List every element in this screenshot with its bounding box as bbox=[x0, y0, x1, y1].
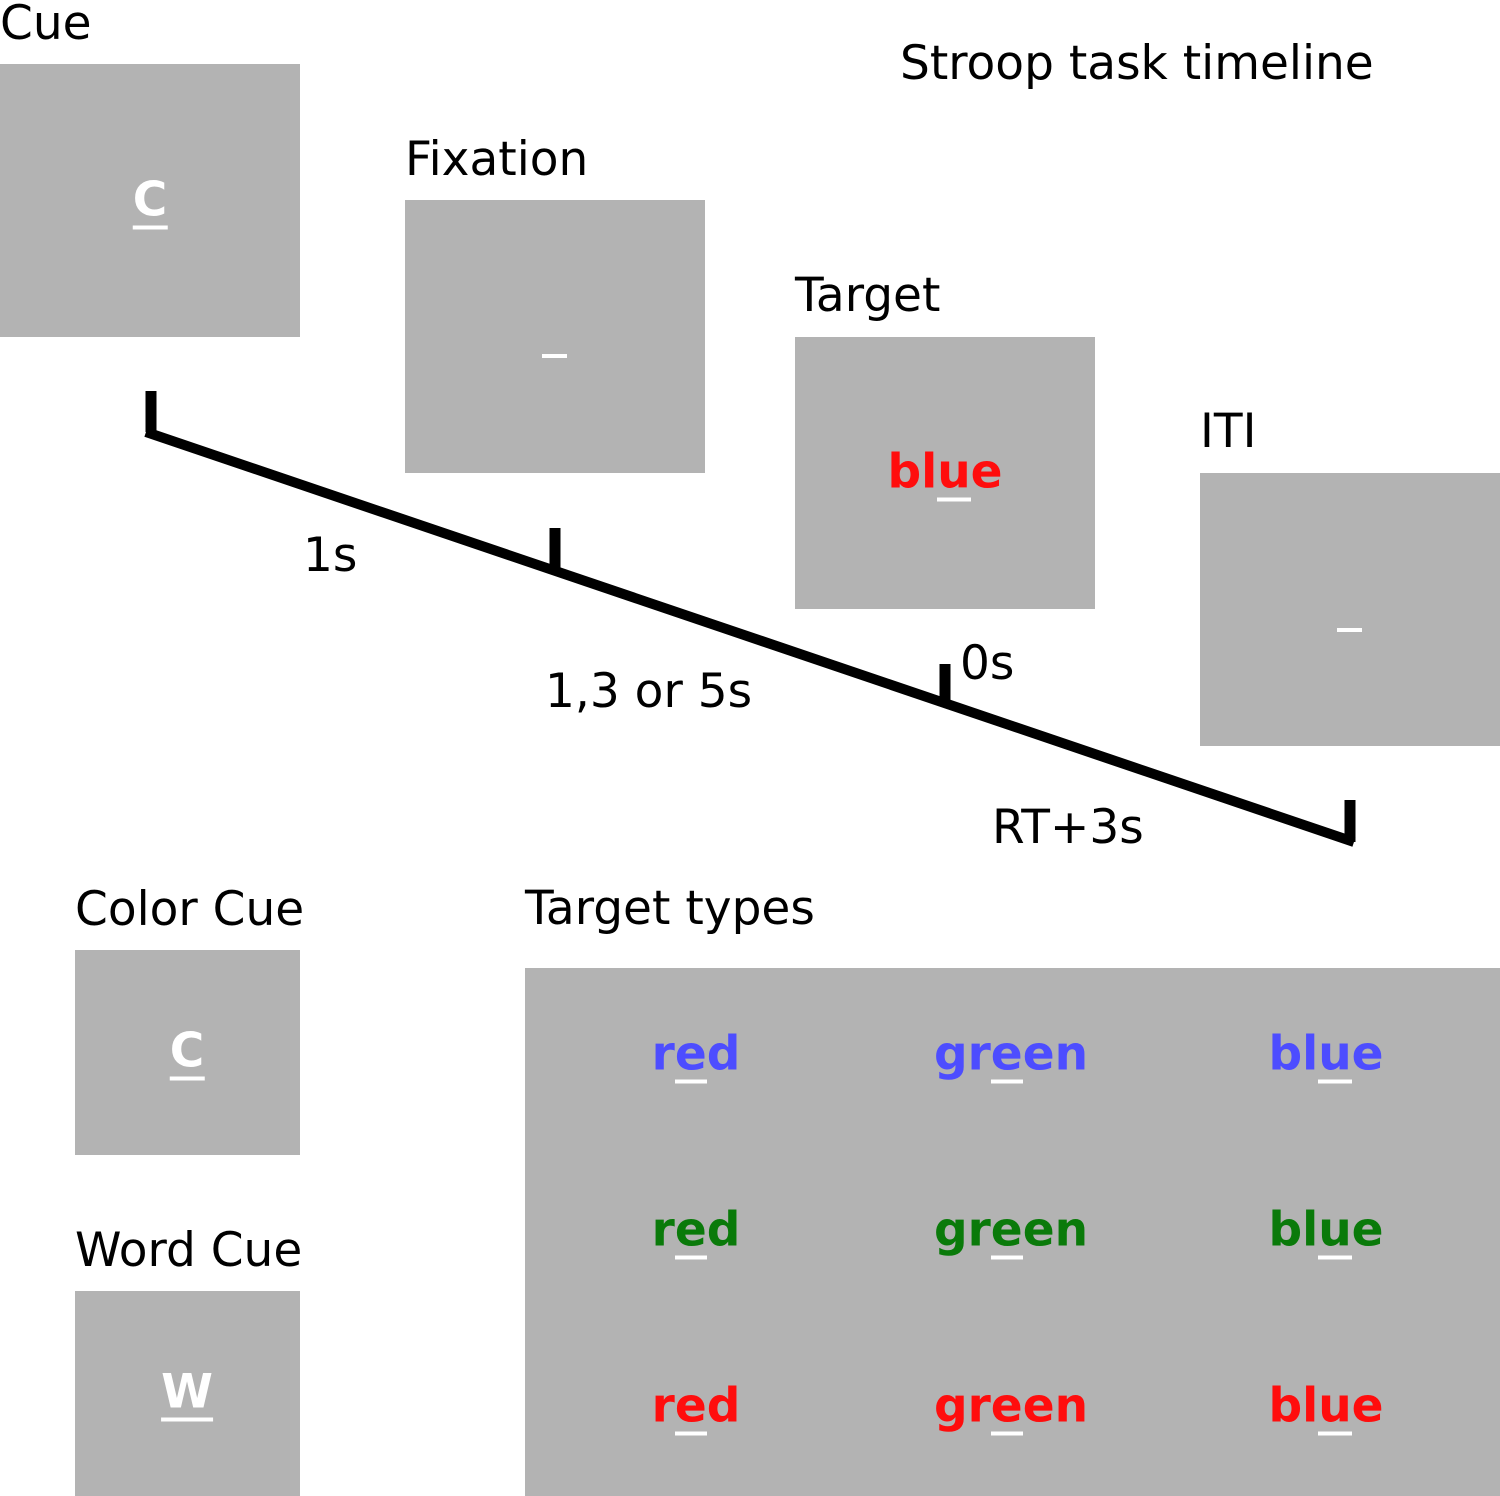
color-cue-screen: C bbox=[75, 950, 300, 1155]
fixation-label: Fixation bbox=[405, 132, 589, 187]
target-type-word-marked: e bbox=[990, 1378, 1023, 1436]
target-type-word-prefix: bl bbox=[1268, 1026, 1319, 1082]
target-stimulus: blue bbox=[795, 444, 1095, 502]
timeline-axis bbox=[144, 427, 1356, 847]
target-type-word-suffix: e bbox=[1351, 1026, 1384, 1082]
target-type-word-suffix: e bbox=[1351, 1202, 1384, 1258]
duration-iti: RT+3s bbox=[992, 800, 1144, 855]
cue-screen: C bbox=[0, 64, 300, 337]
target-type-word-marked: e bbox=[674, 1378, 707, 1436]
iti-mark bbox=[1337, 628, 1362, 632]
word-cue-stimulus: W bbox=[161, 1364, 213, 1422]
target-type-word-suffix: e bbox=[1351, 1378, 1384, 1434]
target-type-word-suffix: en bbox=[1022, 1026, 1089, 1082]
target-type-word-prefix: gr bbox=[933, 1026, 991, 1082]
duration-cue: 1s bbox=[303, 528, 358, 583]
target-type-word: blue bbox=[1176, 1026, 1476, 1084]
target-type-word-prefix: bl bbox=[1268, 1378, 1319, 1434]
target-type-word-suffix: d bbox=[706, 1202, 741, 1258]
target-type-word-marked: e bbox=[990, 1026, 1023, 1084]
target-type-word-marked: e bbox=[674, 1026, 707, 1084]
cue-label: Cue bbox=[0, 0, 92, 51]
target-type-word-prefix: gr bbox=[933, 1202, 991, 1258]
target-type-word-suffix: en bbox=[1022, 1378, 1089, 1434]
target-type-word-marked: u bbox=[1318, 1202, 1353, 1260]
fixation-mark bbox=[542, 354, 567, 358]
target-type-word: red bbox=[546, 1026, 846, 1084]
target-type-word-suffix: d bbox=[706, 1378, 741, 1434]
target-type-word: red bbox=[546, 1202, 846, 1260]
target-stimulus-suffix: e bbox=[970, 444, 1003, 500]
iti-screen bbox=[1200, 473, 1500, 746]
target-type-word: blue bbox=[1176, 1378, 1476, 1436]
color-cue-label: Color Cue bbox=[75, 882, 305, 937]
word-cue-label: Word Cue bbox=[75, 1223, 303, 1278]
target-type-word-marked: u bbox=[1318, 1378, 1353, 1436]
target-screen: blue bbox=[795, 337, 1095, 609]
target-type-word-suffix: en bbox=[1022, 1202, 1089, 1258]
target-type-word-prefix: r bbox=[651, 1378, 675, 1434]
fixation-screen bbox=[405, 200, 705, 473]
target-type-word-marked: e bbox=[674, 1202, 707, 1260]
target-type-word-prefix: gr bbox=[933, 1378, 991, 1434]
target-stimulus-marked: u bbox=[937, 444, 972, 502]
duration-fixation: 1,3 or 5s bbox=[545, 664, 753, 719]
target-type-word-marked: u bbox=[1318, 1026, 1353, 1084]
target-type-word: green bbox=[861, 1202, 1161, 1260]
word-cue-screen: W bbox=[75, 1291, 300, 1496]
target-type-word-prefix: r bbox=[651, 1026, 675, 1082]
duration-target-onset: 0s bbox=[960, 636, 1015, 691]
target-type-word-prefix: bl bbox=[1268, 1202, 1319, 1258]
target-type-word-marked: e bbox=[990, 1202, 1023, 1260]
target-types-label: Target types bbox=[525, 881, 815, 936]
iti-label: ITI bbox=[1200, 404, 1257, 459]
target-type-word-prefix: r bbox=[651, 1202, 675, 1258]
cue-stimulus: C bbox=[132, 172, 168, 230]
target-type-word: green bbox=[861, 1026, 1161, 1084]
target-type-word-suffix: d bbox=[706, 1026, 741, 1082]
target-type-word: red bbox=[546, 1378, 846, 1436]
target-stimulus-prefix: bl bbox=[887, 444, 938, 500]
diagram-title: Stroop task timeline bbox=[900, 36, 1374, 91]
target-type-word: blue bbox=[1176, 1202, 1476, 1260]
target-label: Target bbox=[795, 268, 941, 323]
target-type-word: green bbox=[861, 1378, 1161, 1436]
color-cue-stimulus: C bbox=[169, 1023, 205, 1081]
